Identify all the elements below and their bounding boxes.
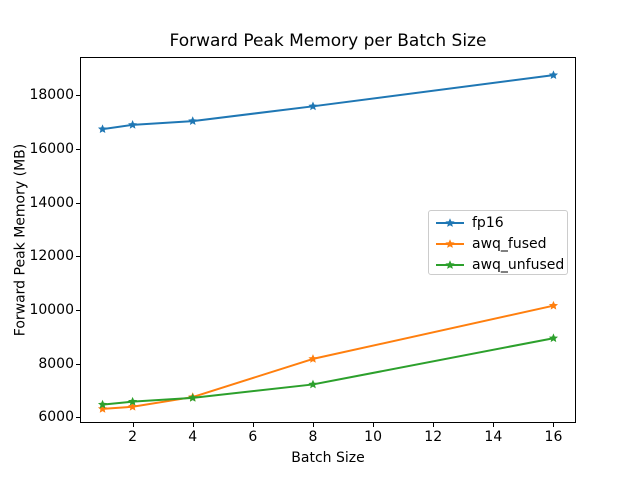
x-axis-label: Batch Size: [291, 450, 365, 466]
series-line-awq_unfused: [101, 337, 555, 406]
legend-line-swatch: [436, 238, 464, 248]
series-marker-awq_unfused: [308, 379, 318, 389]
star-icon: [445, 259, 455, 269]
x-tick-label: 10: [364, 429, 382, 445]
y-tick-label: 6000: [38, 409, 74, 426]
series-marker-fp16: [188, 116, 198, 125]
x-tick-label: 12: [424, 429, 443, 445]
legend-label: fp16: [472, 214, 504, 231]
legend-entry-fp16: fp16: [435, 212, 567, 233]
series-marker-awq_unfused: [188, 393, 198, 402]
y-tick-label: 10000: [29, 302, 74, 318]
series-marker-awq_fused: [97, 404, 108, 413]
legend-label: awq_unfused: [472, 256, 565, 273]
x-tick-label: 4: [188, 429, 198, 445]
series-marker-awq_fused: [128, 401, 138, 411]
series-marker-fp16: [97, 124, 108, 134]
plot-spines: [80, 57, 576, 423]
y-tick-label: 18000: [29, 87, 74, 104]
series-marker-awq_fused: [548, 300, 559, 310]
series-marker-fp16: [548, 70, 559, 80]
legend-line-swatch: [436, 259, 464, 269]
series-marker-awq_fused: [308, 354, 318, 363]
legend-entry-awq_unfused: awq_unfused: [435, 254, 567, 275]
series-marker-fp16: [308, 101, 318, 111]
y-tick-label: 14000: [29, 194, 74, 211]
star-icon: [445, 217, 455, 227]
y-tick-label: 12000: [29, 248, 74, 265]
series-marker-awq_unfused: [97, 399, 108, 409]
series-marker-awq_unfused: [128, 396, 138, 406]
x-tick-label: 6: [248, 429, 258, 445]
series-marker-awq_unfused: [548, 333, 559, 343]
x-tick-label: 2: [128, 429, 138, 445]
legend-box: fp16 awq_fused awq_unfused: [428, 210, 568, 275]
x-tick-label: 8: [308, 429, 318, 445]
legend-line-swatch: [436, 217, 464, 227]
series-line-fp16: [101, 74, 555, 131]
legend-entry-awq_fused: awq_fused: [435, 233, 567, 254]
legend-label: awq_fused: [472, 235, 547, 252]
series-marker-fp16: [128, 120, 138, 129]
series-line-awq_fused: [101, 304, 555, 410]
y-tick-label: 16000: [29, 140, 74, 157]
y-tick-label: 8000: [38, 355, 74, 372]
chart-title: Forward Peak Memory per Batch Size: [169, 31, 487, 51]
x-tick-label: 16: [544, 429, 563, 445]
star-icon: [445, 238, 455, 248]
x-tick-label: 14: [484, 429, 503, 445]
